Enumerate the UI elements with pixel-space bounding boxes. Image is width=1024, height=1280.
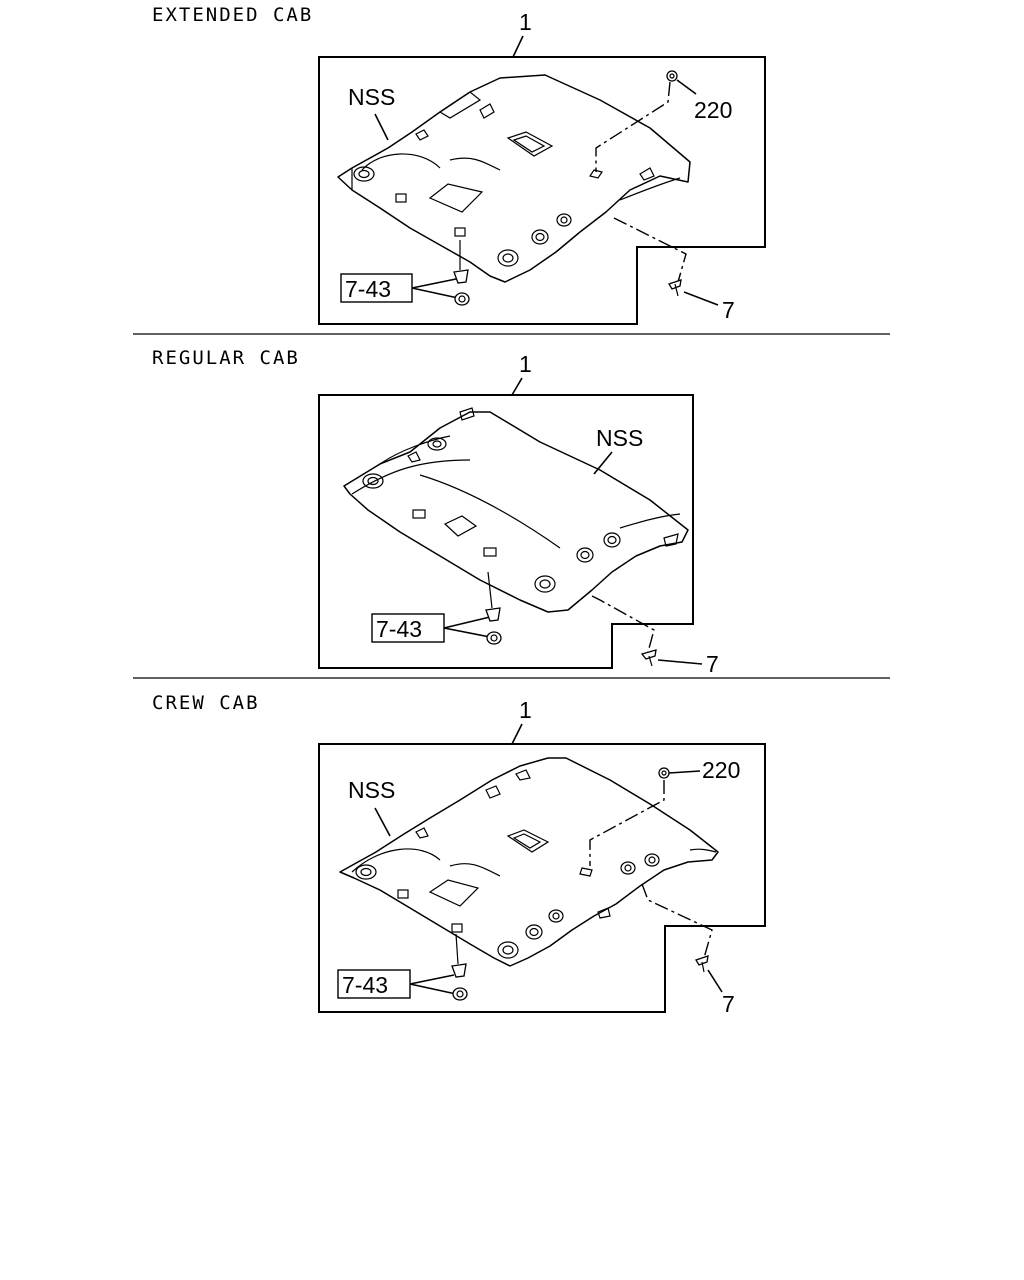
headliner-panel <box>337 74 691 283</box>
crew-cab-section: CREW CAB 1 <box>152 692 766 1017</box>
nss-label: NSS <box>596 425 643 451</box>
nss-label: NSS <box>348 84 395 110</box>
installation-line <box>591 595 655 653</box>
installation-line <box>641 883 713 959</box>
detail-frame <box>318 56 766 325</box>
cap-label: 220 <box>702 757 740 783</box>
regular-cab-section: REGULAR CAB 1 NSS <box>152 347 719 677</box>
leader-line <box>443 627 491 638</box>
section-title: REGULAR CAB <box>152 347 300 369</box>
section-title: EXTENDED CAB <box>152 4 313 26</box>
leader-line <box>668 770 701 774</box>
detail-frame <box>318 394 694 669</box>
leader-line <box>443 616 491 629</box>
item-number-label: 1 <box>519 697 532 723</box>
item-number-label: 1 <box>519 9 532 35</box>
screw-label: 7 <box>722 297 735 323</box>
leader-line <box>511 377 523 396</box>
retainer-label: 7-43 <box>376 616 422 642</box>
cap-label: 220 <box>694 97 732 123</box>
installation-line <box>487 571 493 609</box>
retainer-clip <box>451 963 468 1001</box>
item-number-label: 1 <box>519 351 532 377</box>
retainer-clip <box>485 607 502 645</box>
installation-line <box>455 933 459 965</box>
leader-line <box>511 723 523 745</box>
leader-line <box>683 291 719 306</box>
leader-line <box>409 974 455 985</box>
detail-frame <box>318 743 766 1013</box>
section-title: CREW CAB <box>152 692 260 714</box>
installation-line <box>613 217 687 283</box>
leader-line <box>374 113 389 141</box>
retainer-label: 7-43 <box>345 276 391 302</box>
leader-line <box>593 451 613 475</box>
nss-label: NSS <box>348 777 395 803</box>
leader-line <box>657 659 703 665</box>
headliner-panel <box>343 407 689 613</box>
leader-line <box>409 983 457 995</box>
headliner-panel <box>339 757 719 967</box>
leader-line <box>374 807 391 837</box>
leader-line <box>411 278 457 289</box>
leader-line <box>512 35 524 58</box>
screw-part-7 <box>668 279 682 297</box>
retainer-clip <box>453 269 470 306</box>
leader-line <box>707 969 723 993</box>
installation-line <box>589 780 665 866</box>
cap-part-220 <box>666 70 678 82</box>
cap-part-220 <box>658 767 670 779</box>
screw-label: 7 <box>722 991 735 1017</box>
leader-line <box>676 79 697 95</box>
screw-part-7 <box>640 649 657 667</box>
screw-part-7 <box>695 955 709 973</box>
installation-line <box>595 81 671 172</box>
extended-cab-section: EXTENDED CAB 1 <box>152 4 766 325</box>
leader-line <box>411 287 459 299</box>
retainer-label: 7-43 <box>342 972 388 998</box>
screw-label: 7 <box>706 651 719 677</box>
